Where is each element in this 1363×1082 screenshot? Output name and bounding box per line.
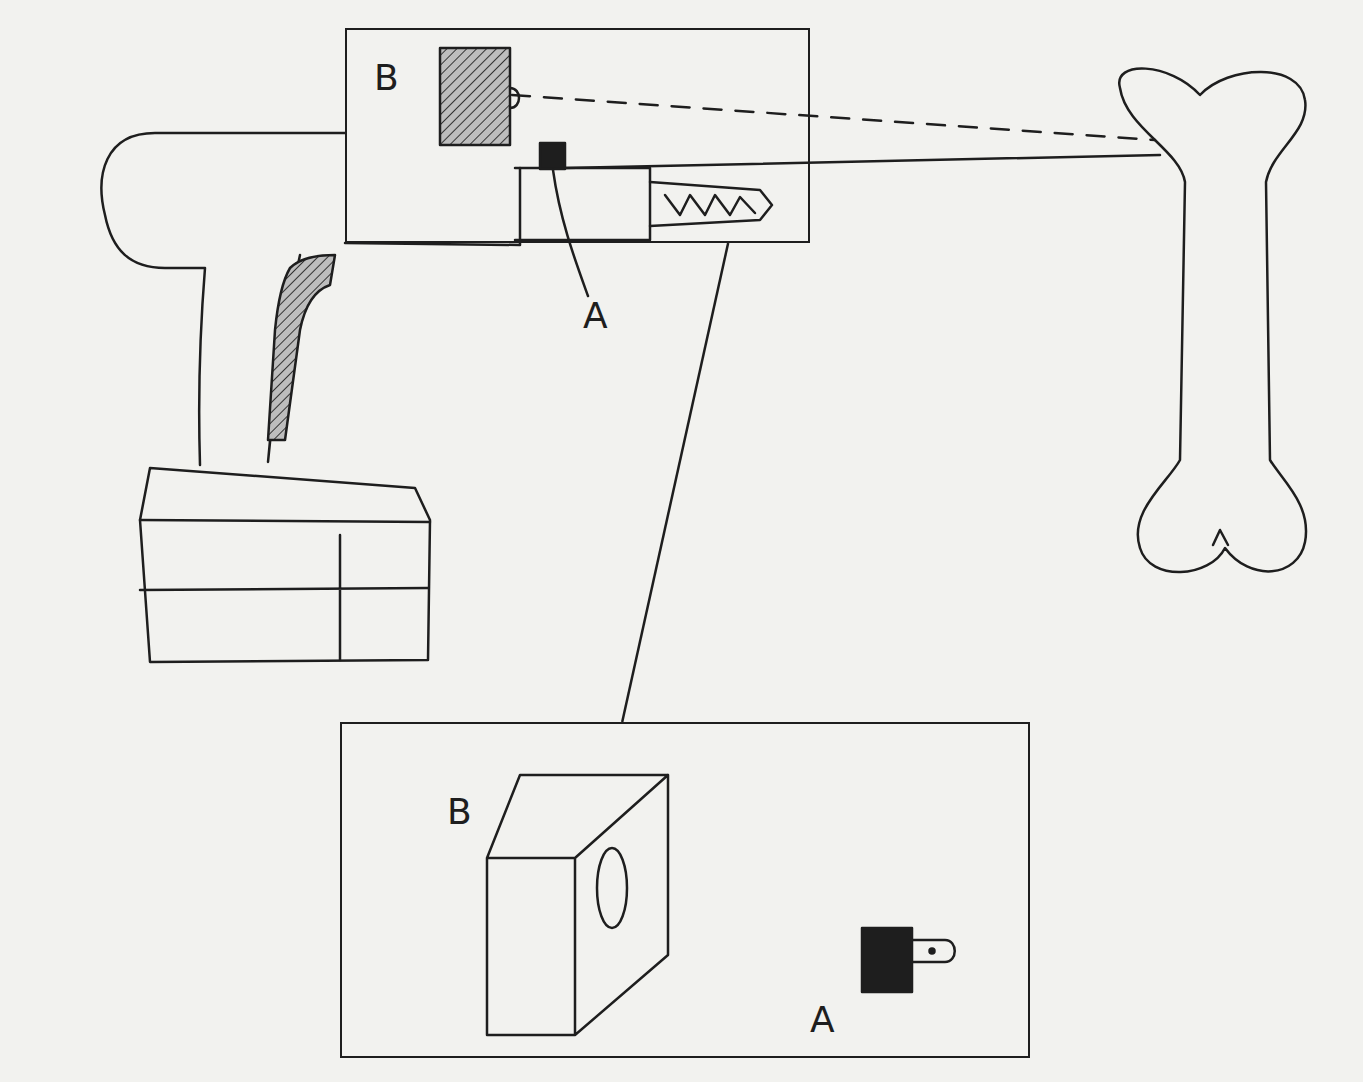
leader-line (553, 170, 588, 296)
part-letter: A (583, 298, 608, 334)
part-letter: A (810, 1002, 835, 1038)
inset-box: BA (340, 722, 1030, 1058)
bit-flutes (665, 195, 755, 215)
part-letter: B (374, 60, 399, 96)
dashed-beam (512, 95, 1155, 140)
bone-detail (1213, 530, 1228, 545)
trigger (268, 255, 335, 440)
drill-bit (650, 182, 772, 226)
chuck (515, 168, 650, 240)
solid-beam (565, 155, 1160, 168)
battery-pack (140, 468, 430, 662)
battery-line (140, 520, 430, 660)
cube-b (487, 775, 668, 1035)
component-b-lens (510, 88, 519, 108)
drill-housing (102, 133, 345, 465)
part-letter: B (447, 794, 472, 830)
component-a-inset (862, 928, 912, 992)
component-a-dot (930, 949, 935, 954)
component-b (440, 48, 510, 145)
cube-b-lens (597, 848, 627, 928)
drill-housing-bottom (345, 168, 520, 245)
component-a-tab (912, 940, 955, 962)
connector-line (622, 243, 728, 722)
detail-box: B (345, 28, 810, 243)
zoom-connector (622, 243, 728, 722)
component-a (540, 143, 565, 169)
bone (1119, 69, 1306, 573)
